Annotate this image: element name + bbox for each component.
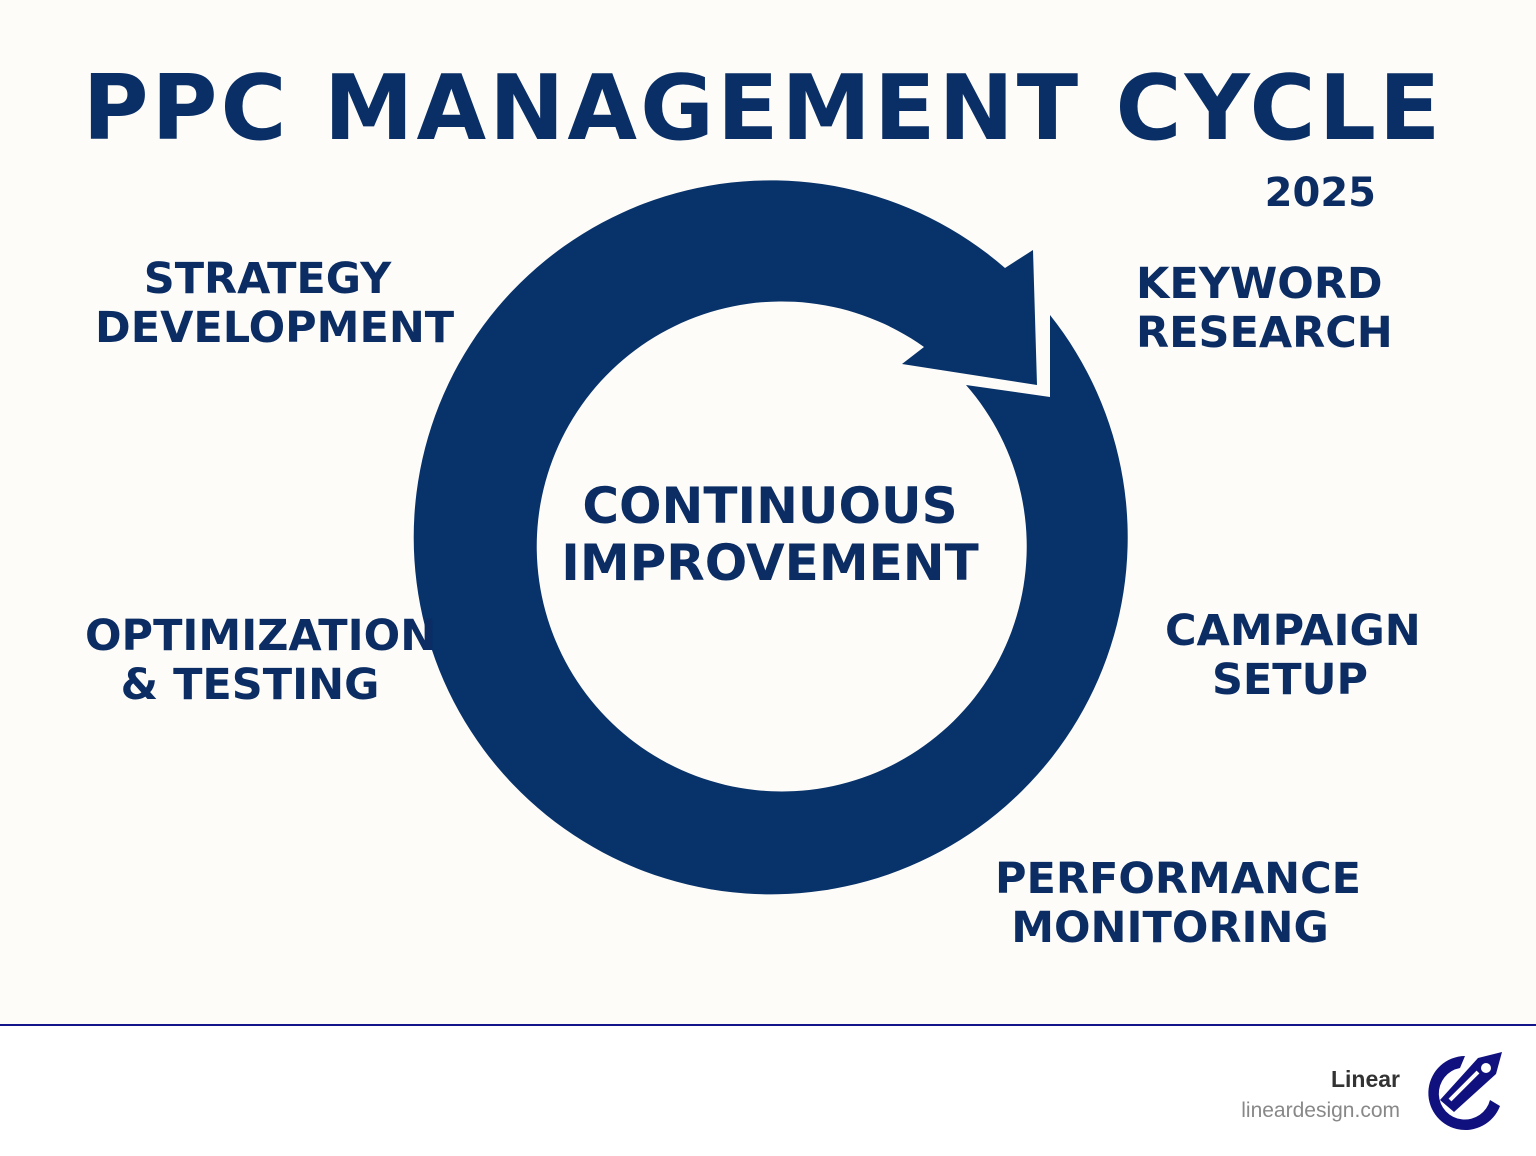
stage-line: DEVELOPMENT — [95, 303, 455, 353]
cycle-arrow-ring — [413, 180, 1128, 895]
page-title: PPC MANAGEMENT CYCLE — [82, 56, 1444, 161]
stage-line: STRATEGY — [143, 254, 392, 304]
stage-keyword-research: KEYWORD RESEARCH — [1136, 260, 1393, 358]
center-label: CONTINUOUS IMPROVEMENT — [520, 478, 1020, 592]
rocket-logo-icon — [1428, 1052, 1502, 1130]
stage-line: OPTIMIZATION — [85, 611, 437, 661]
stage-line: KEYWORD — [1136, 259, 1383, 309]
center-line-2: IMPROVEMENT — [561, 534, 979, 592]
stage-campaign-setup: CAMPAIGN SETUP — [1165, 606, 1421, 705]
stage-optimization-testing: OPTIMIZATION & TESTING — [85, 611, 437, 710]
footer: Linear lineardesign.com — [0, 1024, 1536, 1156]
brand-url: lineardesign.com — [1241, 1099, 1400, 1122]
stage-line: CAMPAIGN — [1165, 606, 1421, 656]
stage-line: RESEARCH — [1136, 308, 1393, 358]
stage-line: PERFORMANCE — [995, 854, 1362, 904]
center-line-1: CONTINUOUS — [582, 477, 958, 535]
brand-name: Linear — [1330, 1066, 1400, 1092]
stage-performance-monitoring: PERFORMANCE MONITORING — [995, 854, 1362, 953]
year-label: 2025 — [1264, 170, 1376, 216]
brand: Linear lineardesign.com — [1241, 1066, 1400, 1123]
circular-arrow-icon — [413, 180, 1128, 895]
stage-line: SETUP — [1211, 655, 1369, 705]
stage-strategy-development: STRATEGY DEVELOPMENT — [95, 254, 455, 353]
stage-line: & TESTING — [120, 660, 380, 710]
stage-line: MONITORING — [1011, 903, 1329, 953]
